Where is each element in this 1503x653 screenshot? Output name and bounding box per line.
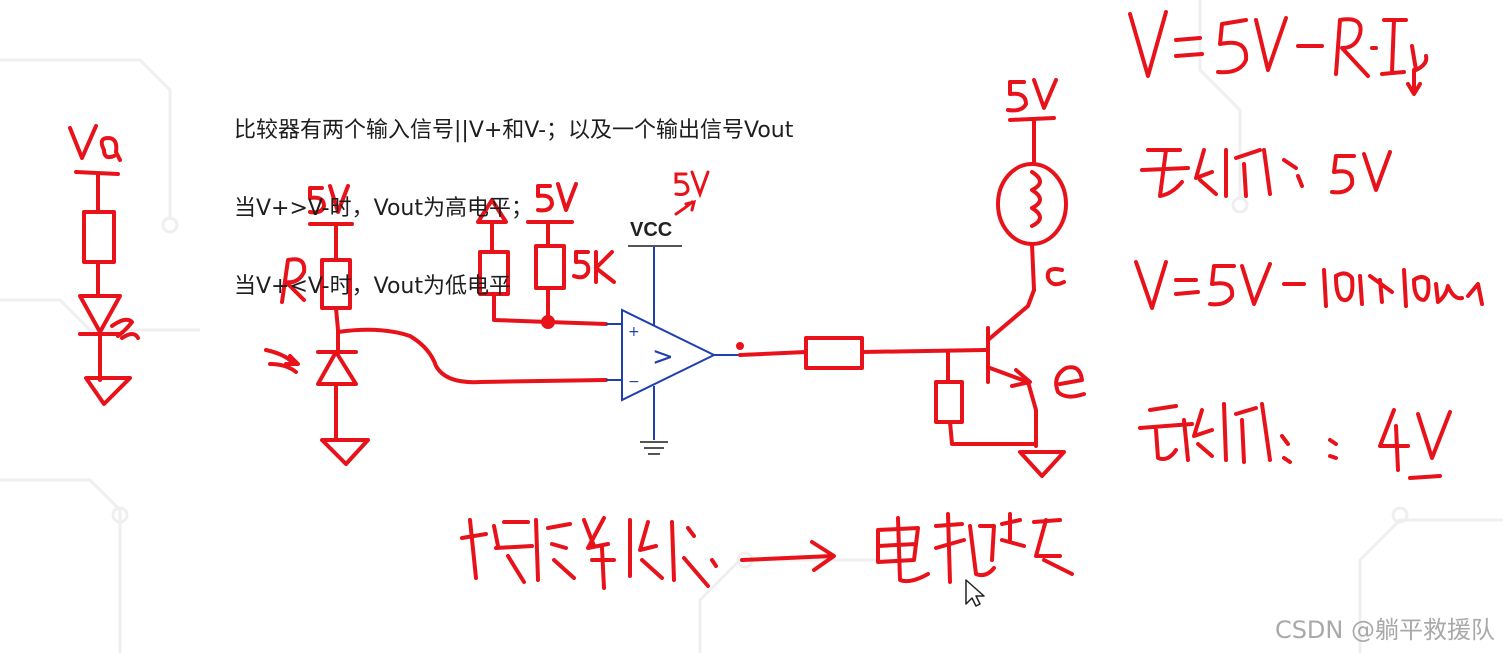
csdn-watermark: CSDN @躺平救援队	[1274, 616, 1495, 644]
reference-network	[476, 182, 616, 329]
base-resistor	[804, 336, 864, 370]
motor-circle	[996, 162, 1068, 246]
photo-to-inverting-wire	[336, 327, 608, 385]
resistor-to-base-wire	[860, 348, 988, 354]
caption-motor-rotates	[876, 512, 1074, 584]
pulldown-to-ground-wire	[948, 420, 1038, 446]
eq1-subscript-arrow	[1406, 68, 1422, 96]
eq3-v-equals-5v-minus-100k-10ma	[1134, 260, 1484, 310]
va-handwriting	[68, 124, 122, 162]
output-driver	[736, 267, 1086, 478]
ref-left-lower-wire	[492, 292, 550, 324]
motor-5v-rail	[1008, 116, 1056, 122]
motor-coil	[1030, 170, 1042, 228]
led-diode-symbol	[78, 294, 122, 336]
led-circuit-left	[68, 124, 140, 406]
photo-ground-symbol	[320, 438, 370, 466]
transistor-ground-symbol	[1018, 450, 1066, 478]
eq1-v-equals-5v-minus-ri	[1128, 10, 1429, 78]
opamp-triangle	[621, 308, 717, 402]
pulldown-resistor	[934, 380, 964, 424]
caption-received-signal	[460, 516, 718, 590]
output-dot	[736, 342, 744, 350]
caption-arrow	[740, 540, 836, 572]
photodiode-symbol	[316, 350, 358, 386]
5k-handwriting	[572, 250, 616, 284]
photodiode-light-arrows	[264, 348, 300, 374]
opamp-plus-sign: +	[628, 324, 640, 340]
r-handwriting	[280, 257, 307, 304]
transistor-collector-line	[986, 288, 1036, 342]
photodiode-network	[264, 184, 608, 466]
photo-5v-handwriting	[308, 184, 350, 215]
transistor-emitter-line	[988, 366, 1030, 384]
c-handwriting	[1045, 267, 1066, 287]
caption-handwriting	[460, 512, 1074, 590]
ref-junction-dot	[541, 315, 555, 329]
note-line-1: 比较器有两个输入信号||V+和V-；以及一个输出信号Vout	[234, 118, 794, 143]
note-line-3: 当V+<V-时，Vout为低电平	[234, 274, 511, 299]
comparator-notes: 比较器有两个输入信号||V+和V-；以及一个输出信号Vout 当V+>V-时，V…	[234, 66, 793, 326]
eq4-signal-4v	[1138, 402, 1452, 480]
note-line-2: 当V+>V-时，Vout为高电平；	[234, 196, 533, 221]
ref-5v-handwriting	[536, 182, 578, 213]
opamp-comparator: + − >	[606, 245, 740, 455]
motor-circuit	[996, 78, 1068, 292]
motor-to-collector-wire	[1030, 242, 1036, 292]
eq2-no-signal-5v	[1140, 148, 1392, 198]
vcc-5v-handwriting	[674, 170, 710, 216]
mouse-cursor-icon	[965, 579, 985, 607]
led-ground-symbol	[84, 376, 132, 406]
vcc-label: VCC	[630, 219, 672, 241]
opamp-minus-sign: −	[628, 374, 640, 390]
opamp-symbol: >	[652, 342, 674, 372]
equations-handwriting	[1128, 10, 1484, 480]
motor-5v-handwriting	[1006, 78, 1058, 113]
led-resistor	[82, 210, 116, 264]
e-handwriting	[1054, 365, 1086, 399]
output-to-resistor-wire	[738, 350, 808, 357]
emitter-to-ground-wire	[1026, 380, 1038, 448]
opamp-ground-symbol	[640, 441, 668, 455]
led-emission-arrows	[110, 317, 140, 340]
